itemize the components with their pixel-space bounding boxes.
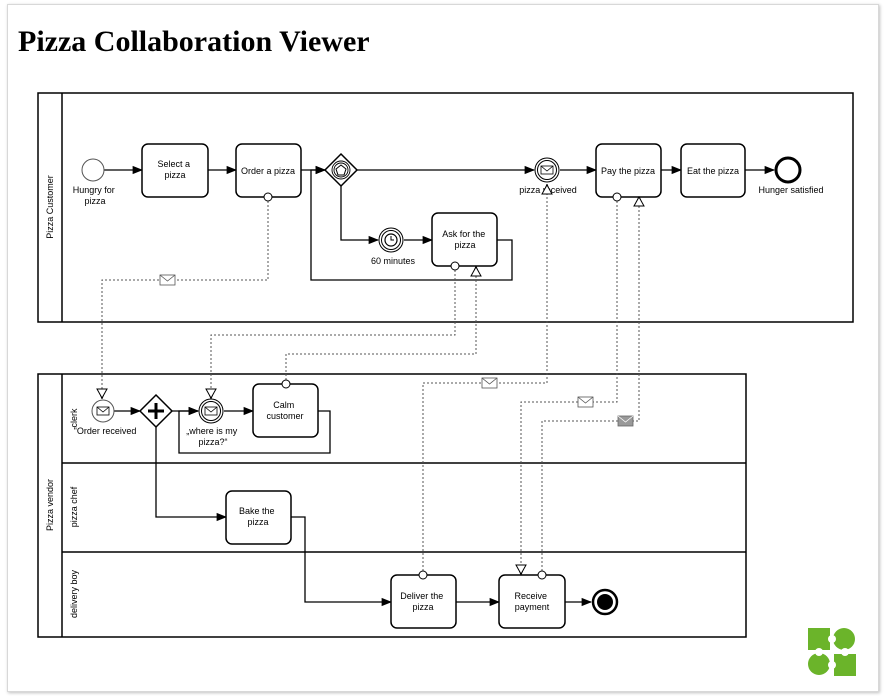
- lane-label-delivery-boy: delivery boy: [69, 569, 79, 618]
- end-event-hunger-satisfied[interactable]: [774, 156, 802, 184]
- message-envelope-icon: [481, 377, 498, 389]
- task-eat-the-pizza[interactable]: Eat the pizza: [680, 143, 746, 198]
- timer-event-60-minutes[interactable]: [378, 227, 404, 253]
- pool-pizza-customer: Pizza Customer: [37, 92, 854, 323]
- message-start-event-order-received[interactable]: [91, 399, 115, 423]
- event-based-gateway[interactable]: [323, 152, 359, 188]
- task-select-a-pizza[interactable]: Select a pizza: [141, 143, 209, 198]
- task-label: Calm customer: [266, 400, 303, 421]
- task-label: Bake the pizza: [239, 506, 277, 527]
- page-title: Pizza Collaboration Viewer: [18, 25, 370, 58]
- task-label: Deliver the pizza: [400, 591, 446, 612]
- envelope-icon: [96, 406, 110, 416]
- sequence-flows-vendor: [114, 406, 593, 607]
- timer-event-label: 60 minutes: [371, 256, 416, 266]
- message-envelope-icon: [159, 274, 176, 286]
- pool-label: Pizza Customer: [45, 175, 55, 239]
- end-event-label: Hunger satisfied: [758, 185, 823, 195]
- task-ask-for-the-pizza[interactable]: Ask for the pizza: [431, 212, 498, 267]
- start-event-hungry-for-pizza[interactable]: [81, 158, 105, 182]
- parallel-gateway[interactable]: [138, 393, 174, 429]
- pool-label: Pizza vendor: [45, 479, 55, 531]
- envelope-icon: [204, 406, 218, 416]
- task-pay-the-pizza[interactable]: Pay the pizza: [595, 143, 662, 198]
- message-event-pizza-received[interactable]: [534, 157, 560, 183]
- task-label: Eat the pizza: [687, 166, 739, 176]
- message-envelope-icon: [577, 396, 594, 408]
- lane-label-pizza-chef: pizza chef: [69, 486, 79, 527]
- message-event-where-is-my-pizza[interactable]: [198, 398, 224, 424]
- task-label: Order a pizza: [241, 166, 295, 176]
- task-bake-the-pizza[interactable]: Bake the pizza: [225, 490, 292, 545]
- terminate-end-event[interactable]: [591, 588, 619, 616]
- envelope-icon: [540, 165, 554, 175]
- message-event-label: „where is my pizza?“: [186, 426, 240, 447]
- task-label: Select a pizza: [157, 159, 192, 180]
- start-event-label: Hungry for pizza: [73, 185, 118, 206]
- message-flows: [102, 185, 639, 575]
- task-label: Ask for the pizza: [442, 229, 488, 250]
- task-label: Receive payment: [514, 591, 549, 612]
- lane-label-clerk: clerk: [69, 408, 79, 428]
- task-label: Pay the pizza: [601, 166, 655, 176]
- task-calm-customer[interactable]: Calm customer: [252, 383, 319, 438]
- task-deliver-the-pizza[interactable]: Deliver the pizza: [390, 574, 457, 629]
- task-order-a-pizza[interactable]: Order a pizza: [235, 143, 302, 198]
- message-start-event-label: "Order received: [74, 426, 137, 436]
- message-flow-endpoints: [96, 183, 645, 580]
- task-receive-payment[interactable]: Receive payment: [498, 574, 566, 629]
- message-envelope-filled-icon: [617, 415, 634, 427]
- pentagon-icon: [335, 164, 347, 176]
- plus-icon: [148, 403, 164, 419]
- bpmn-logo-icon: [808, 628, 856, 676]
